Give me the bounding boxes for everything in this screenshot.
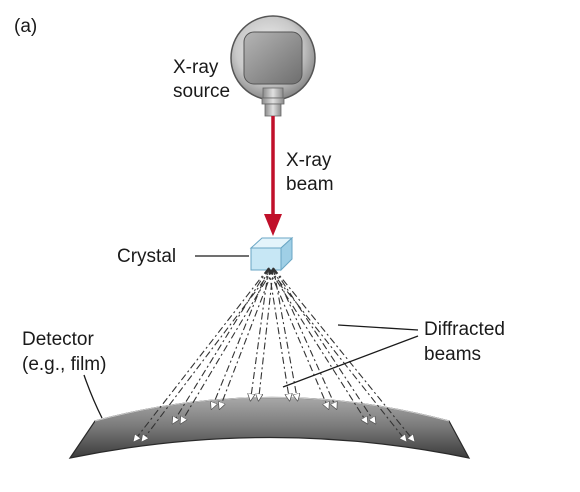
diffracted-beams (134, 267, 414, 441)
diffracted-beam-line (272, 267, 375, 423)
diffracted-beam-line (268, 267, 290, 400)
beam-label-line1: X-ray (286, 150, 332, 171)
diffracted-beam-line (272, 267, 297, 400)
diffracted-beam-line (220, 267, 274, 408)
diffracted-label-line2: beams (424, 344, 481, 365)
diffracted-label-line1: Diffracted (424, 319, 505, 340)
diffracted-leader-upper (337, 324, 419, 331)
diffracted-beam-line (181, 267, 274, 423)
diffracted-beam-line (259, 267, 274, 400)
detector-leader-line (83, 374, 103, 419)
panel-label: (a) (14, 16, 37, 37)
crystal-label: Crystal (117, 246, 176, 267)
xray-beam (264, 116, 282, 236)
diffracted-beam-line (251, 267, 270, 400)
diffracted-beam-line (268, 267, 368, 423)
diffracted-beam-line (272, 267, 336, 408)
detector-label-line1: Detector (22, 329, 94, 350)
diffracted-beam-line (268, 267, 329, 408)
detector-film (68, 396, 471, 459)
diffracted-beam-line (134, 267, 270, 441)
crystal-icon (249, 236, 294, 272)
beam-label-line2: beam (286, 174, 334, 195)
diffracted-beam-line (212, 267, 270, 408)
diffracted-leader-lower (282, 335, 419, 388)
diffracted-beam-line (272, 267, 414, 441)
diffracted-beam-line (268, 267, 406, 441)
xray-source-icon (230, 15, 316, 117)
diffracted-beam-line (142, 267, 274, 441)
source-label-line2: source (173, 81, 230, 102)
diffracted-beam-line (173, 267, 270, 423)
source-label-line1: X-ray (173, 57, 219, 78)
detector-label-line2: (e.g., film) (22, 354, 106, 375)
